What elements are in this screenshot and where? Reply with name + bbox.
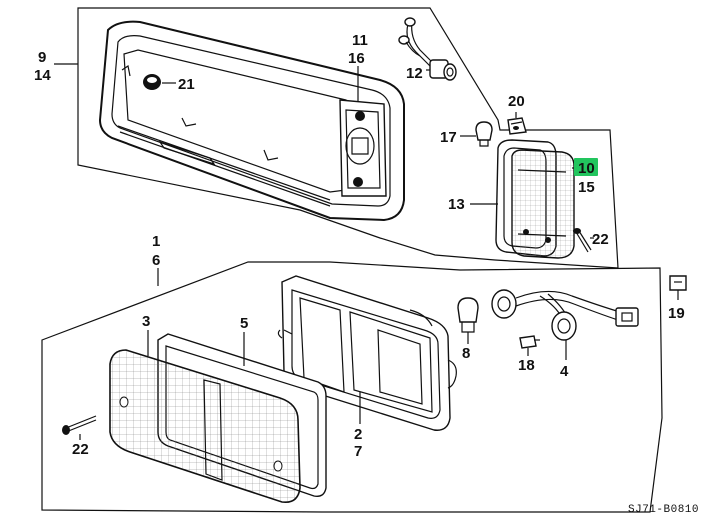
callout-13: 13 xyxy=(448,196,465,213)
callout-4: 4 xyxy=(560,363,569,380)
screw-22-upper xyxy=(573,228,592,253)
side-marker-lens-10 xyxy=(511,149,575,259)
callout-9: 9 xyxy=(38,49,46,66)
callout-6: 6 xyxy=(152,252,160,269)
callout-16: 16 xyxy=(348,50,365,67)
callout-15: 15 xyxy=(578,179,595,196)
callout-11: 11 xyxy=(352,32,368,49)
callout-8: 8 xyxy=(462,345,470,362)
upper-group-boundary xyxy=(77,7,619,269)
headlight-lens-3 xyxy=(109,349,301,504)
headlight-bezel xyxy=(98,20,405,222)
socket-harness-4 xyxy=(491,289,639,341)
clip-21 xyxy=(143,74,161,90)
clip-19 xyxy=(669,275,687,291)
callout-22-upper: 22 xyxy=(592,231,609,248)
socket-wire-12 xyxy=(398,17,457,81)
callout-14: 14 xyxy=(34,67,51,84)
diagram-code: SJ71-B0810 xyxy=(628,504,699,516)
screw-22-lower xyxy=(62,415,97,435)
callout-10-highlight xyxy=(574,158,598,176)
callout-17: 17 xyxy=(440,129,457,146)
callout-18: 18 xyxy=(518,357,535,374)
callout-10: 10 xyxy=(578,160,595,177)
bulb-17 xyxy=(475,121,493,147)
bulb-18 xyxy=(519,335,540,349)
callout-3: 3 xyxy=(142,313,150,330)
callout-22-lower: 22 xyxy=(72,441,89,458)
callout-7: 7 xyxy=(354,443,362,460)
callout-1: 1 xyxy=(152,233,160,250)
callout-21: 21 xyxy=(178,76,195,93)
callout-12: 12 xyxy=(406,65,423,82)
lower-group-boundary xyxy=(41,261,663,513)
callout-20: 20 xyxy=(508,93,525,110)
callout-19: 19 xyxy=(668,305,685,322)
bulb-8 xyxy=(457,297,479,333)
callout-2: 2 xyxy=(354,426,362,443)
bulb-20 xyxy=(507,117,527,135)
callout-5: 5 xyxy=(240,315,248,332)
